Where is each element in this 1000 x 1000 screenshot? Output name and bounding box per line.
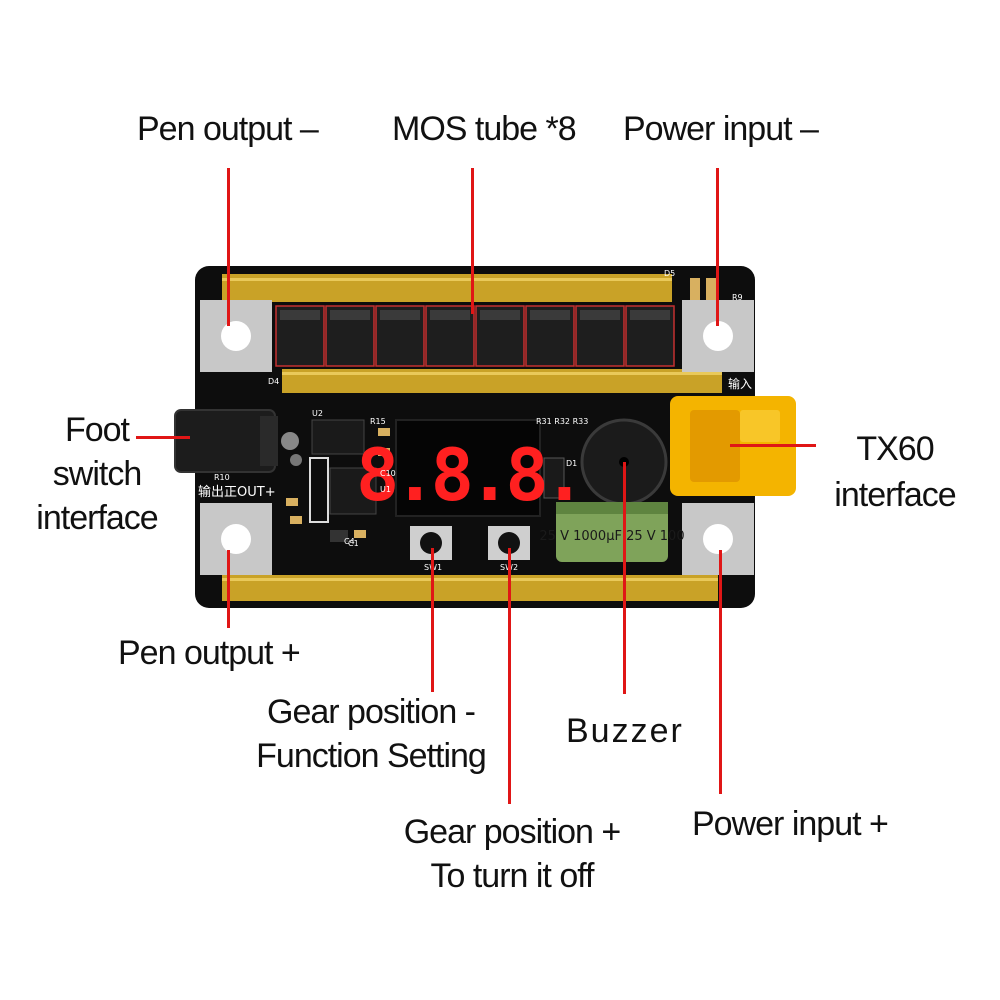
label-gear-function: Gear position - Function Setting xyxy=(240,690,502,778)
leader-gear-off xyxy=(508,548,511,804)
ic-u2 xyxy=(311,419,365,455)
silk-d4: D4 xyxy=(268,377,279,386)
leader-buzzer xyxy=(623,462,626,694)
pad-top-left xyxy=(200,300,272,372)
mos-tube-row xyxy=(275,305,675,367)
leader-power-input-minus xyxy=(716,168,719,326)
pad-bottom-right xyxy=(682,503,754,575)
leader-pen-output-minus xyxy=(227,168,230,326)
silk-u2: U2 xyxy=(312,409,323,418)
silk-c1: C1 xyxy=(348,539,359,548)
label-tx60: TX60 interface xyxy=(815,426,975,518)
mos-tube xyxy=(475,305,525,367)
label-tx60-line2: interface xyxy=(834,476,956,514)
silk-c10: C10 xyxy=(380,469,396,478)
mos-tube xyxy=(325,305,375,367)
foot-switch-jack xyxy=(174,409,302,473)
mos-tube xyxy=(625,305,675,367)
leader-mos-tube xyxy=(471,168,474,314)
silk-input: 输入 xyxy=(728,376,752,391)
mos-tube xyxy=(525,305,575,367)
leader-tx60 xyxy=(730,444,816,447)
mos-tube xyxy=(425,305,475,367)
capacitor-text: 25 V 1000µF 25 V 100 xyxy=(539,529,684,544)
label-mos-tube: MOS tube *8 xyxy=(392,110,577,148)
label-gear-off-line1: Gear position + xyxy=(403,813,622,851)
mos-tube xyxy=(375,305,425,367)
label-pen-output-minus: Pen output – xyxy=(137,110,319,148)
mos-tube xyxy=(275,305,325,367)
silk-d1: D1 xyxy=(566,459,577,468)
silk-out-plus: 输出正OUT+ xyxy=(198,484,276,500)
label-tx60-line1: TX60 xyxy=(856,430,934,468)
silk-r9: R9 xyxy=(732,293,743,302)
leader-power-input-plus xyxy=(719,550,722,794)
leader-pen-output-plus xyxy=(227,550,230,628)
label-foot-switch-line2: switch xyxy=(52,455,142,493)
pad-bottom-left xyxy=(200,503,272,575)
silk-c4: C4 xyxy=(344,537,355,546)
label-power-input-plus: Power input + xyxy=(692,805,889,843)
label-power-input-minus: Power input – xyxy=(623,110,819,148)
leader-gear-function xyxy=(431,548,434,692)
label-foot-switch-line1: Foot xyxy=(64,411,130,449)
label-foot-switch: Foot switch interface xyxy=(22,408,172,540)
silk-u1: U1 xyxy=(380,485,391,494)
label-gear-function-line2: Function Setting xyxy=(256,737,487,775)
button-sw1 xyxy=(410,526,452,560)
label-pen-output-plus: Pen output + xyxy=(118,634,301,672)
label-buzzer: Buzzer xyxy=(566,712,684,750)
mos-tube xyxy=(575,305,625,367)
label-gear-off: Gear position + To turn it off xyxy=(388,810,636,898)
silk-d5: D5 xyxy=(664,269,675,278)
label-foot-switch-line3: interface xyxy=(36,499,158,537)
label-gear-off-line2: To turn it off xyxy=(430,857,594,895)
silk-r31: R31 R32 R33 xyxy=(536,417,588,426)
ic-u1 xyxy=(329,467,377,515)
leader-foot-switch xyxy=(136,436,190,439)
led-display: 8.8.8. xyxy=(356,419,586,517)
silk-r15: R15 xyxy=(370,417,386,426)
label-gear-function-line1: Gear position - xyxy=(267,693,476,731)
silk-r10: R10 xyxy=(214,473,230,482)
led-digits: 8.8.8. xyxy=(356,433,580,517)
capacitor: 25 V 1000µF 25 V 100 xyxy=(539,502,685,562)
